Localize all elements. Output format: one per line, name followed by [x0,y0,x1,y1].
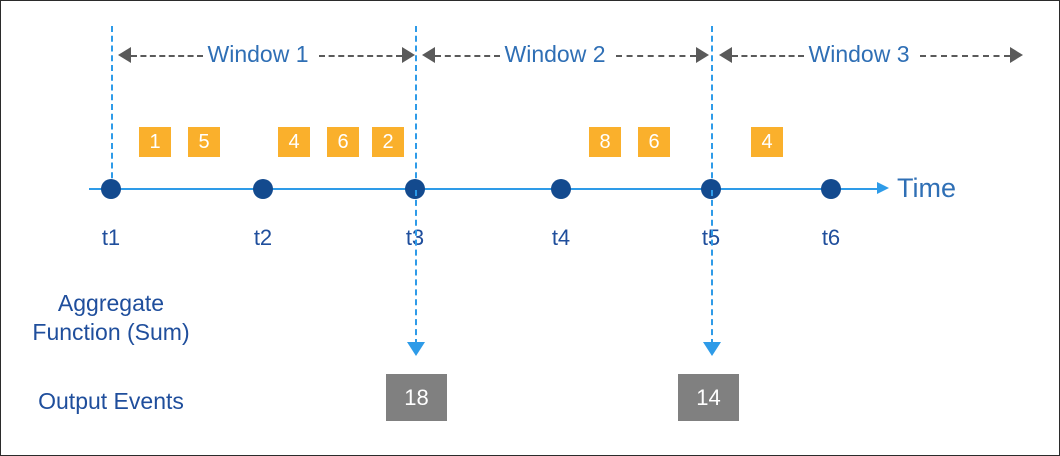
timeline-dot-t6 [821,179,841,199]
window-1-span-line-right [319,55,402,57]
window-boundary-t5 [711,26,713,188]
timeline-dot-t5 [701,179,721,199]
aggregate-drop-arrow-icon-t3 [407,342,425,356]
aggregate-caption-line-1: Aggregate [57,290,165,316]
tick-label-t4: t4 [551,225,571,250]
tick-label-t6: t6 [821,225,841,250]
window-2-span-line-left [435,55,500,57]
aggregate-drop-line-t3 [415,190,417,345]
window-1-span-line-left [131,55,203,57]
tick-label-t2: t2 [253,225,273,250]
aggregate-drop-line-t5 [711,190,713,345]
window-3-span-line-left [732,55,804,57]
window-boundary-t3 [415,26,417,188]
window-2-span-line-right [616,55,696,57]
event-box: 6 [327,127,359,157]
output-event-box: 14 [678,374,739,421]
window-1-left-arrow-icon [118,47,131,63]
event-box: 4 [751,127,783,157]
timeline-dot-t3 [405,179,425,199]
window-3-label: Window 3 [808,41,910,67]
tick-label-t3: t3 [405,225,425,250]
tick-label-t5: t5 [701,225,721,250]
event-box: 1 [139,127,171,157]
aggregate-drop-arrow-icon-t5 [703,342,721,356]
event-box: 5 [188,127,220,157]
time-axis-label: Time [897,173,956,203]
timeline-dot-t2 [253,179,273,199]
window-1-right-arrow-icon [402,47,415,63]
window-2-left-arrow-icon [422,47,435,63]
timeline-dot-t4 [551,179,571,199]
window-1-label: Window 1 [207,41,309,67]
aggregate-caption-line-2: Function (Sum) [32,319,190,345]
window-3-right-arrow-icon [1010,47,1023,63]
tick-label-t1: t1 [101,225,121,250]
event-box: 2 [372,127,404,157]
event-box: 8 [589,127,621,157]
timeline-dot-t1 [101,179,121,199]
event-box: 6 [638,127,670,157]
window-2-right-arrow-icon [696,47,709,63]
window-boundary-t1 [111,26,113,188]
timeline-axis [89,188,879,190]
output-event-box: 18 [386,374,447,421]
output-events-caption: Output Events [38,388,184,414]
window-3-span-line-right [920,55,1010,57]
window-2-label: Window 2 [504,41,606,67]
timeline-arrow-icon [877,182,889,194]
window-3-left-arrow-icon [719,47,732,63]
aggregate-function-caption: Aggregate Function (Sum) [1,289,221,347]
event-box: 4 [278,127,310,157]
